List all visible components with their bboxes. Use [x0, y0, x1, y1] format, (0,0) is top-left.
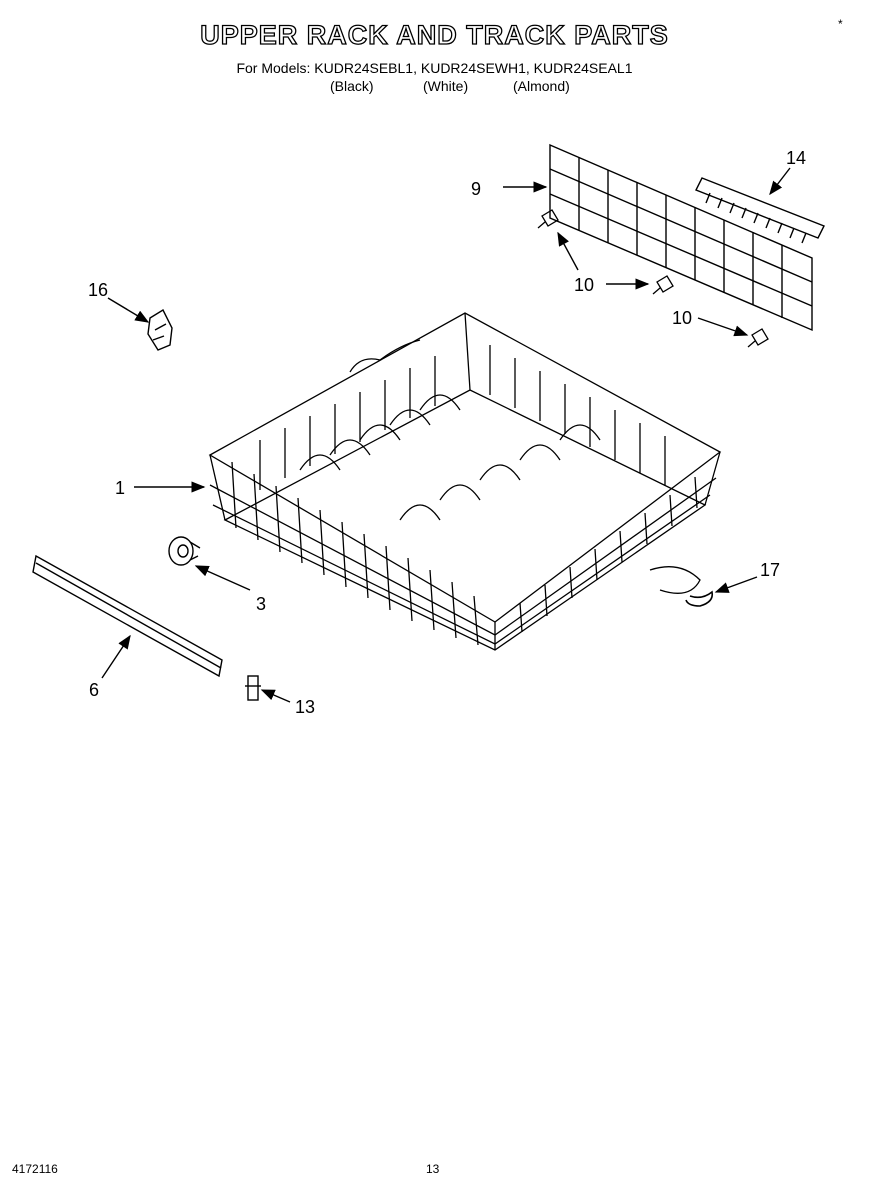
arrow-6 — [101, 634, 131, 679]
callout-9: 9 — [471, 179, 481, 199]
arrow-13 — [260, 689, 291, 703]
callout-1: 1 — [115, 478, 125, 498]
arrow-17 — [714, 576, 758, 593]
corner-mark: * — [838, 17, 843, 31]
callout-16: 16 — [88, 280, 108, 300]
part-9-panel — [549, 143, 813, 332]
color-label-white: (White) — [423, 78, 469, 94]
callout-3: 3 — [256, 594, 266, 614]
page-number: 13 — [426, 1162, 440, 1176]
callout-14: 14 — [786, 148, 806, 168]
color-label-black: (Black) — [330, 78, 374, 94]
part-13-stop — [245, 675, 261, 701]
models-line: For Models: KUDR24SEBL1, KUDR24SEWH1, KU… — [236, 60, 633, 76]
part-10-clip-c — [747, 328, 769, 348]
part-14-tine-rail — [695, 177, 825, 244]
arrow-3 — [194, 565, 251, 591]
part-10-clip-b — [652, 275, 674, 295]
part-1-upper-rack — [208, 312, 722, 651]
part-10-clip-a — [537, 209, 559, 229]
arrow-10c — [697, 317, 749, 337]
part-17-clip — [685, 590, 714, 607]
callout-10a: 10 — [574, 275, 594, 295]
arrow-10a — [557, 231, 579, 271]
part-16-bracket — [147, 309, 173, 351]
leader-arrows — [101, 167, 791, 703]
arrow-14 — [769, 167, 791, 196]
part-6-track — [32, 554, 223, 678]
callout-6: 6 — [89, 680, 99, 700]
callout-13: 13 — [295, 697, 315, 717]
part-3-wheel — [168, 536, 201, 566]
page-title: UPPER RACK AND TRACK PARTS — [200, 19, 669, 50]
callout-17: 17 — [760, 560, 780, 580]
arrow-16 — [107, 297, 150, 323]
color-label-almond: (Almond) — [513, 78, 570, 94]
callout-10b: 10 — [672, 308, 692, 328]
doc-number: 4172116 — [12, 1162, 58, 1176]
